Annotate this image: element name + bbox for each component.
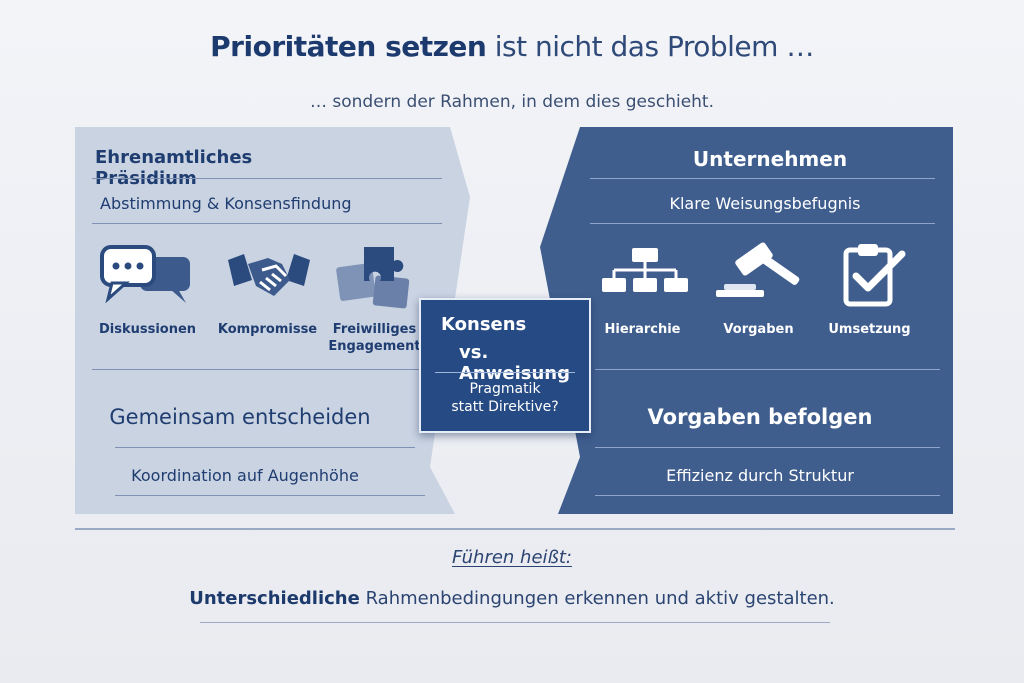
hierarchy-icon [600, 246, 690, 298]
right-divider-3 [595, 369, 940, 370]
title-strong: Prioritäten setzen [210, 30, 487, 63]
center-line-3: Pragmatik [469, 381, 541, 397]
right-icon-label-2: Vorgaben [723, 322, 794, 337]
right-panel [540, 127, 953, 514]
left-icon-label-3b: Engagement [328, 339, 421, 354]
clipboard-check-icon [840, 242, 910, 308]
footer-divider-bottom [200, 622, 830, 623]
left-divider-5 [115, 495, 425, 496]
right-divider-5 [595, 495, 940, 496]
right-subheading: Klare Weisungsbefugnis [669, 194, 861, 213]
left-statement: Gemeinsam entscheiden [109, 405, 371, 429]
footer-divider-top [75, 528, 955, 530]
handshake-icon [226, 250, 312, 304]
left-subheading: Abstimmung & Konsensfindung [100, 194, 352, 213]
center-comparison-box: Konsens vs. Anweisung Pragmatik statt Di… [419, 298, 591, 433]
right-divider-4 [595, 447, 940, 448]
title-rest: ist nicht das Problem … [486, 30, 815, 63]
right-divider-2 [590, 223, 935, 224]
left-divider-2 [92, 223, 442, 224]
left-icon-label-2: Kompromisse [217, 322, 318, 337]
center-divider [435, 372, 575, 373]
left-divider-3 [92, 369, 422, 370]
right-icon-label-1: Hierarchie [604, 322, 681, 337]
page-title: Prioritäten setzen ist nicht das Problem… [0, 30, 1024, 63]
footer-heading: Führen heißt: [452, 547, 572, 568]
left-note: Koordination auf Augenhöhe [131, 466, 359, 485]
right-heading: Unternehmen [692, 147, 848, 171]
left-heading: Ehrenamtliches Präsidium [95, 147, 253, 189]
left-divider-4 [115, 447, 415, 448]
center-line-1: Konsens [441, 314, 527, 335]
speech-bubbles-icon [100, 245, 196, 307]
center-line-4: statt Direktive? [451, 399, 559, 415]
gavel-icon [712, 240, 808, 306]
footer-rest: Rahmenbedingungen erkennen und aktiv ges… [359, 588, 835, 609]
page-subtitle: … sondern der Rahmen, in dem dies geschi… [309, 92, 715, 112]
right-note: Effizienz durch Struktur [666, 466, 854, 485]
puzzle-icon [334, 243, 416, 311]
right-divider-1 [590, 178, 935, 179]
left-icon-label-3a: Freiwilliges [332, 322, 417, 337]
center-line-2: vs. Anweisung [459, 342, 570, 384]
right-statement: Vorgaben befolgen [647, 405, 873, 429]
right-icon-label-3: Umsetzung [828, 322, 911, 337]
left-panel [75, 127, 470, 514]
left-divider-1 [92, 178, 442, 179]
left-icon-label-1: Diskussionen [98, 322, 197, 337]
footer-statement: Unterschiedliche Rahmenbedingungen erken… [0, 588, 1024, 609]
footer-strong: Unterschiedliche [189, 588, 360, 609]
center-question: Pragmatik statt Direktive? [421, 380, 589, 416]
